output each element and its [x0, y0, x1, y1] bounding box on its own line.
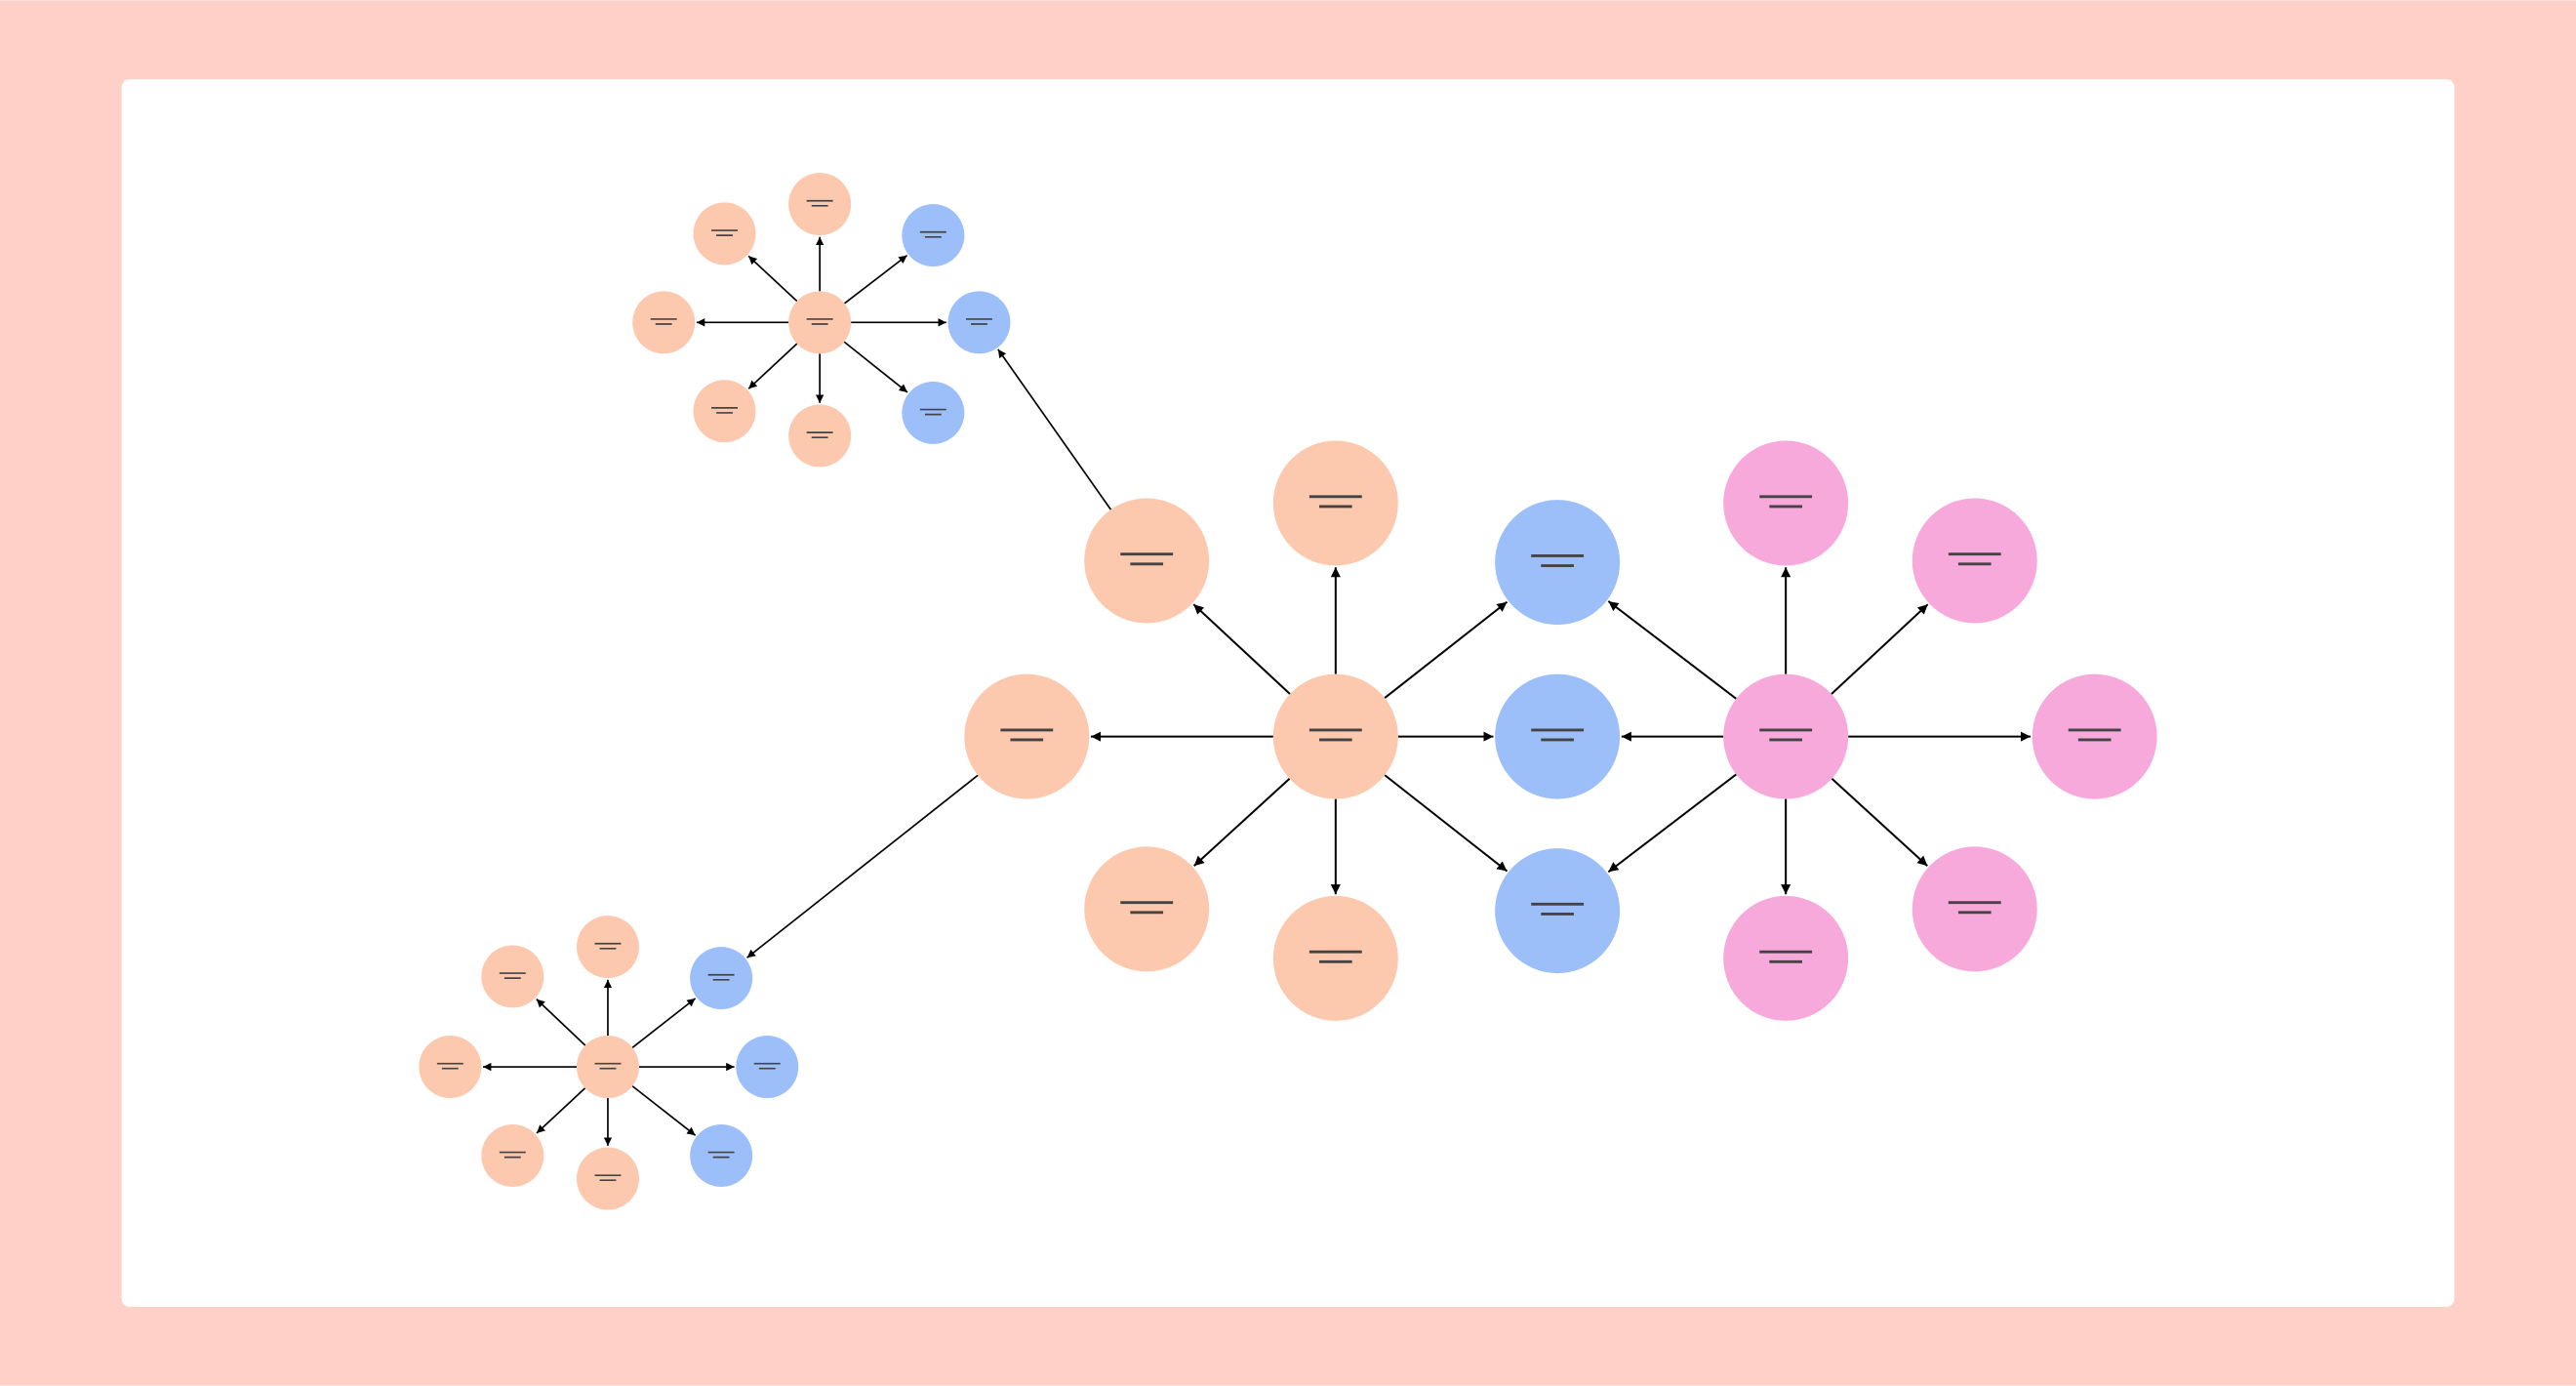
node-circle: [481, 945, 544, 1008]
edge-arrow-T-T8[interactable]: [631, 1085, 697, 1136]
node-T2[interactable]: [576, 916, 639, 979]
node-circle: [964, 673, 1090, 799]
node-circle: [632, 291, 696, 354]
node-A4[interactable]: [1084, 846, 1210, 972]
node-T6[interactable]: [690, 947, 753, 1010]
node-circle: [1272, 673, 1398, 799]
node-circle: [788, 404, 852, 468]
node-circle: [576, 916, 639, 979]
node-T[interactable]: [576, 1036, 639, 1099]
node-A1[interactable]: [1084, 498, 1210, 624]
edge-arrow-B-B2[interactable]: [1831, 603, 1929, 695]
edge-arrow-A-M1[interactable]: [1384, 600, 1509, 699]
node-circle: [693, 202, 756, 265]
node-T8[interactable]: [690, 1123, 753, 1187]
edge-arrow-A-A1[interactable]: [1192, 603, 1291, 695]
node-S6[interactable]: [902, 204, 965, 267]
edge-arrow-S-S8[interactable]: [843, 341, 908, 393]
node-M3[interactable]: [1495, 848, 1621, 974]
edge-arrow-A3-T6[interactable]: [746, 774, 979, 958]
node-S8[interactable]: [902, 381, 965, 444]
node-A3[interactable]: [964, 673, 1090, 799]
node-T7[interactable]: [736, 1036, 799, 1099]
node-circle: [1495, 500, 1621, 626]
node-circle: [1084, 498, 1210, 624]
node-circle: [693, 380, 756, 443]
node-T3[interactable]: [419, 1036, 482, 1099]
node-circle: [481, 1123, 544, 1187]
edge-arrow-S-S4[interactable]: [747, 343, 798, 389]
node-circle: [788, 173, 852, 236]
node-S[interactable]: [788, 291, 852, 354]
edge-arrow-T-T1[interactable]: [536, 998, 586, 1046]
node-circle: [690, 947, 753, 1010]
node-M1[interactable]: [1495, 500, 1621, 626]
node-B2[interactable]: [1912, 498, 2037, 624]
node-circle: [1495, 848, 1621, 974]
node-A5[interactable]: [1272, 895, 1398, 1021]
node-circle: [1723, 673, 1849, 799]
edge-arrow-A1-S7[interactable]: [997, 348, 1112, 510]
node-S4[interactable]: [693, 380, 756, 443]
edge-arrow-S-S6[interactable]: [844, 254, 908, 305]
node-circle: [576, 1036, 639, 1099]
edge-arrow-T-T6[interactable]: [631, 998, 697, 1048]
node-circle: [788, 291, 852, 354]
node-circle: [419, 1036, 482, 1099]
node-B1[interactable]: [1723, 440, 1849, 566]
node-circle: [947, 291, 1011, 354]
edge-arrow-B-M1[interactable]: [1607, 600, 1737, 700]
node-circle: [902, 204, 965, 267]
edge-arrow-A-M3[interactable]: [1384, 774, 1509, 873]
node-B5[interactable]: [1723, 895, 1849, 1021]
node-A2[interactable]: [1272, 440, 1398, 566]
node-circle: [576, 1147, 639, 1210]
node-B[interactable]: [1723, 673, 1849, 799]
edge-arrow-B-B4[interactable]: [1831, 778, 1928, 867]
edges-layer: [483, 236, 2032, 1146]
node-circle: [1912, 498, 2037, 624]
node-B4[interactable]: [1912, 846, 2037, 972]
node-circle: [690, 1123, 753, 1187]
node-circle: [2032, 673, 2157, 799]
node-T1[interactable]: [481, 945, 544, 1008]
edge-arrow-S-S1[interactable]: [747, 255, 798, 303]
node-T4[interactable]: [481, 1123, 544, 1187]
node-circle: [1912, 846, 2037, 972]
node-B3[interactable]: [2032, 673, 2157, 799]
node-S1[interactable]: [693, 202, 756, 265]
edge-arrow-T-T4[interactable]: [536, 1087, 586, 1134]
node-circle: [736, 1036, 799, 1099]
node-M2[interactable]: [1495, 673, 1621, 799]
node-circle: [1723, 895, 1849, 1021]
node-S2[interactable]: [788, 173, 852, 236]
edge-arrow-A-A4[interactable]: [1193, 778, 1291, 867]
node-S7[interactable]: [947, 291, 1011, 354]
node-circle: [1723, 440, 1849, 566]
node-circle: [1272, 895, 1398, 1021]
node-circle: [902, 381, 965, 444]
node-A[interactable]: [1272, 673, 1398, 799]
nodes-layer: [419, 173, 2157, 1210]
node-circle: [1495, 673, 1621, 799]
node-circle: [1084, 846, 1210, 972]
node-S3[interactable]: [632, 291, 696, 354]
node-circle: [1272, 440, 1398, 566]
node-S5[interactable]: [788, 404, 852, 468]
node-T5[interactable]: [576, 1147, 639, 1210]
edge-arrow-B-M3[interactable]: [1607, 773, 1737, 874]
